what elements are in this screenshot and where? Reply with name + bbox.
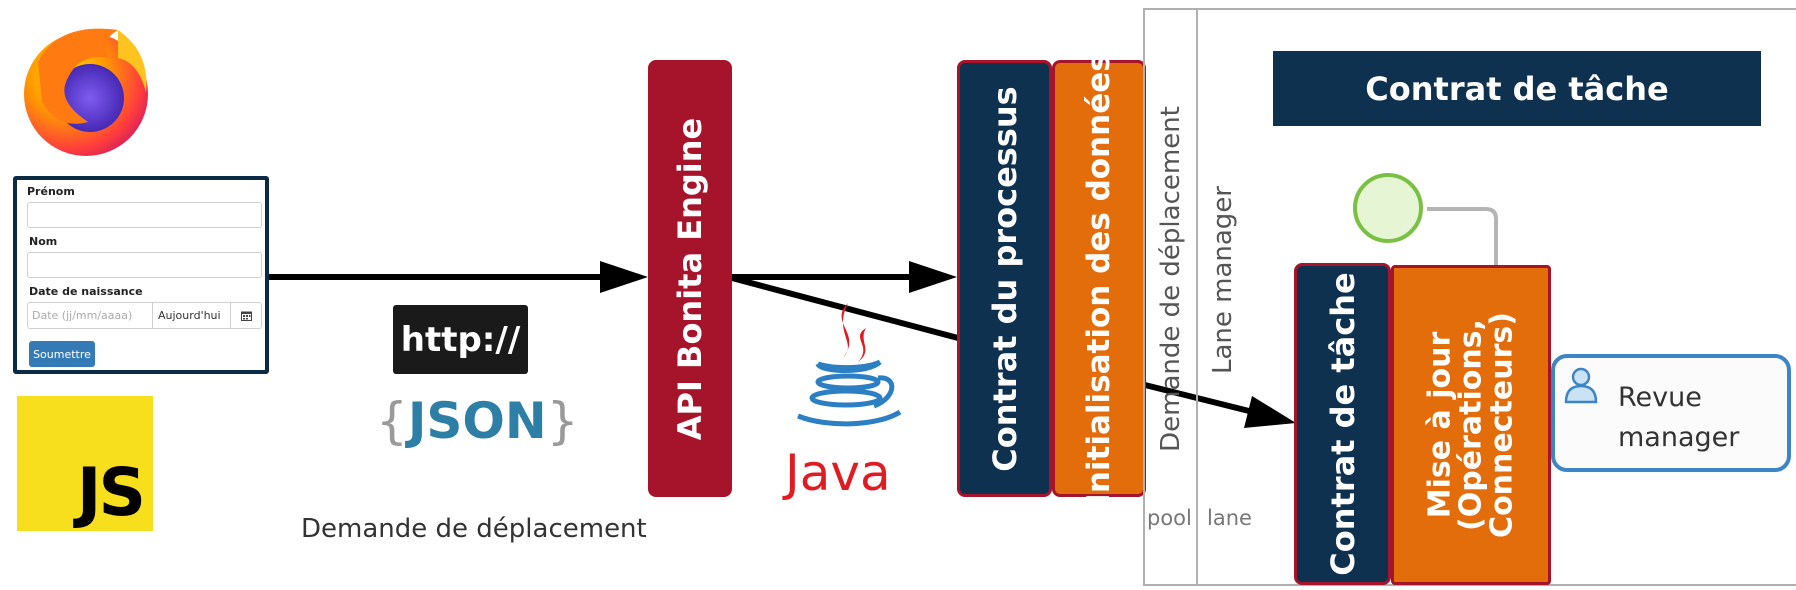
pool-name: Demande de déplacement (1156, 105, 1186, 452)
update-label-line2: (Opérations, (1453, 319, 1489, 531)
process-contract-bar: Contrat du processus (957, 60, 1052, 497)
data-init-label: Initialisation des données (1081, 52, 1117, 505)
api-to-task-arrow-line-b (1144, 382, 1258, 416)
update-bar: Mise à jour (Opérations, Connecteurs) (1391, 265, 1551, 585)
review-manager-task[interactable]: Revue manager (1551, 354, 1791, 472)
task-contract-bar: Contrat de tâche (1294, 263, 1391, 585)
java-logo-icon (797, 303, 902, 427)
last-name-label: Nom (29, 235, 58, 248)
last-name-field[interactable] (27, 252, 262, 278)
lane-divider (1196, 8, 1198, 586)
lane-name-area: Lane manager (1198, 180, 1248, 380)
date-placeholder: Date (jj/mm/aaaa) (32, 309, 133, 322)
javascript-logo: JS (17, 396, 153, 531)
api-bonita-engine-label: API Bonita Engine (671, 117, 709, 440)
first-name-field[interactable] (27, 202, 262, 228)
data-init-bar: Initialisation des données (1052, 53, 1146, 504)
first-name-label: Prénom (27, 185, 75, 198)
form-to-api-arrowhead (600, 261, 648, 293)
sequence-flow-line (1427, 207, 1498, 268)
start-event-circle[interactable] (1353, 173, 1423, 243)
process-caption: Demande de déplacement (301, 514, 647, 544)
task-contract-header: Contrat de tâche (1273, 51, 1761, 126)
user-task-icon (1564, 367, 1598, 404)
process-contract-label: Contrat du processus (985, 85, 1024, 472)
api-bonita-engine-bar: API Bonita Engine (648, 60, 732, 497)
today-button[interactable]: Aujourd'hui (158, 309, 221, 322)
update-label-line1: Mise à jour (1422, 331, 1458, 519)
json-logo: {JSON} (376, 392, 579, 450)
js-logo-text: JS (76, 454, 146, 531)
bpmn-pool (1143, 8, 1796, 586)
http-badge: http:// (393, 305, 528, 374)
lane-name: Lane manager (1208, 185, 1238, 375)
birth-date-field[interactable]: Date (jj/mm/aaaa) Aujourd'hui (27, 302, 262, 329)
lane-tag: lane (1207, 506, 1252, 530)
task-contract-label: Contrat de tâche (1323, 272, 1362, 576)
java-logo-text: Java (785, 444, 891, 502)
submit-button[interactable]: Soumettre (29, 341, 95, 367)
firefox-logo-icon (24, 28, 148, 156)
pool-name-area: Demande de déplacement (1146, 60, 1196, 497)
birth-date-label: Date de naissance (29, 285, 143, 298)
task-label-line2: manager (1618, 422, 1740, 453)
pool-tag: pool (1147, 506, 1192, 530)
api-to-process-arrowhead (909, 261, 957, 293)
calendar-icon[interactable] (241, 310, 252, 321)
task-label-line1: Revue (1618, 382, 1702, 413)
api-to-task-arrowhead (1244, 396, 1296, 428)
web-form: Prénom Nom Date de naissance Date (jj/mm… (13, 176, 269, 374)
update-label-line3: Connecteurs) (1484, 312, 1520, 538)
